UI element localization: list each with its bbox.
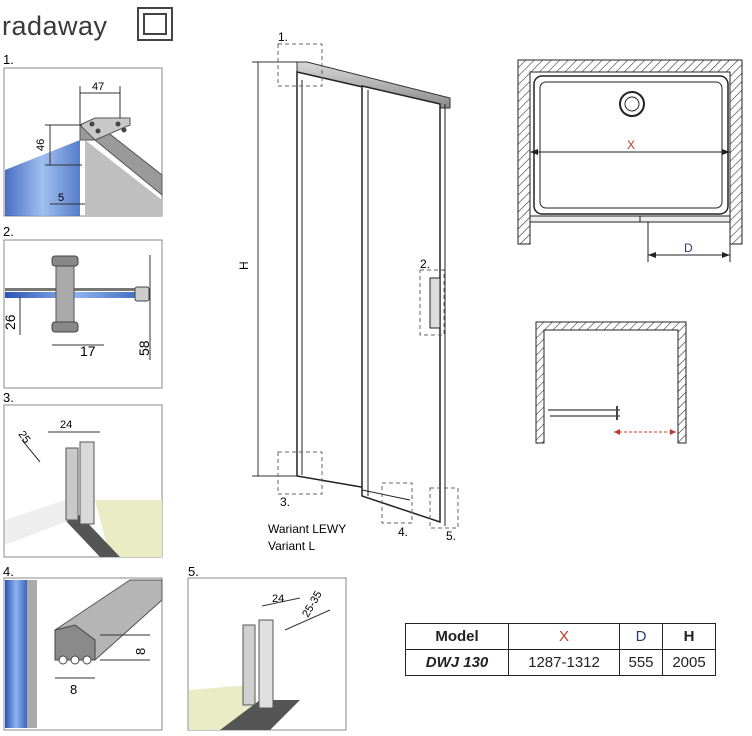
dim-5: 5: [58, 192, 64, 204]
main-door-view: H 1. 2. 3. 4. 5. Wariant LEWY Variant L: [237, 30, 459, 553]
dim-24: 24: [60, 419, 72, 431]
dim-25: 25: [16, 429, 33, 446]
detail-4-label: 4.: [3, 564, 14, 579]
header-h: H: [662, 623, 716, 650]
header-d: D: [619, 623, 663, 650]
detail-3-label: 3.: [3, 390, 14, 405]
detail-1: 1. 47 46 5: [3, 52, 163, 217]
callout-5: 5.: [446, 529, 456, 543]
detail-4: 4. 8 8: [3, 564, 163, 731]
dim-47: 47: [92, 81, 104, 93]
callout-3: 3.: [280, 495, 290, 509]
dim-h-label: H: [237, 261, 251, 270]
detail-1-label: 1.: [3, 52, 14, 67]
detail-3: 3. 24 25: [3, 390, 163, 558]
dim-46: 46: [35, 139, 47, 151]
header-x: X: [508, 623, 620, 650]
dim-24-5: 24: [272, 593, 284, 605]
dim-8-horizontal: 8: [70, 682, 77, 697]
dim-17: 17: [80, 343, 96, 359]
detail-5: 5. 24 25-35: [187, 564, 347, 731]
dim-x-label: X: [627, 138, 635, 152]
detail-5-label: 5.: [188, 564, 199, 579]
dim-d-label: D: [684, 241, 693, 255]
callout-4: 4.: [398, 525, 408, 539]
variant-line-2: Variant L: [268, 539, 315, 553]
header-model: Model: [405, 623, 509, 650]
dim-8-vertical: 8: [133, 648, 148, 655]
cell-h: 2005: [662, 649, 716, 676]
callout-1: 1.: [278, 30, 288, 44]
top-view-plan: X D: [517, 59, 743, 262]
detail-2-label: 2.: [3, 224, 14, 239]
detail-2: 2. 26 17 58: [2, 224, 163, 389]
brand-logo: radaway: [2, 7, 173, 41]
dim-26: 26: [2, 314, 18, 330]
brand-wordmark: radaway: [2, 11, 108, 41]
callout-2: 2.: [420, 257, 430, 271]
dim-58: 58: [136, 340, 152, 356]
variant-line-1: Wariant LEWY: [268, 522, 346, 536]
cell-x: 1287-1312: [508, 649, 620, 676]
spec-table-header: Model X D H: [405, 623, 716, 650]
spec-table: Model X D H DWJ 130 1287-1312 555 2005: [405, 623, 716, 676]
cell-model: DWJ 130: [405, 649, 509, 676]
cell-d: 555: [619, 649, 663, 676]
small-plan: [535, 321, 687, 444]
table-row: DWJ 130 1287-1312 555 2005: [405, 649, 716, 676]
